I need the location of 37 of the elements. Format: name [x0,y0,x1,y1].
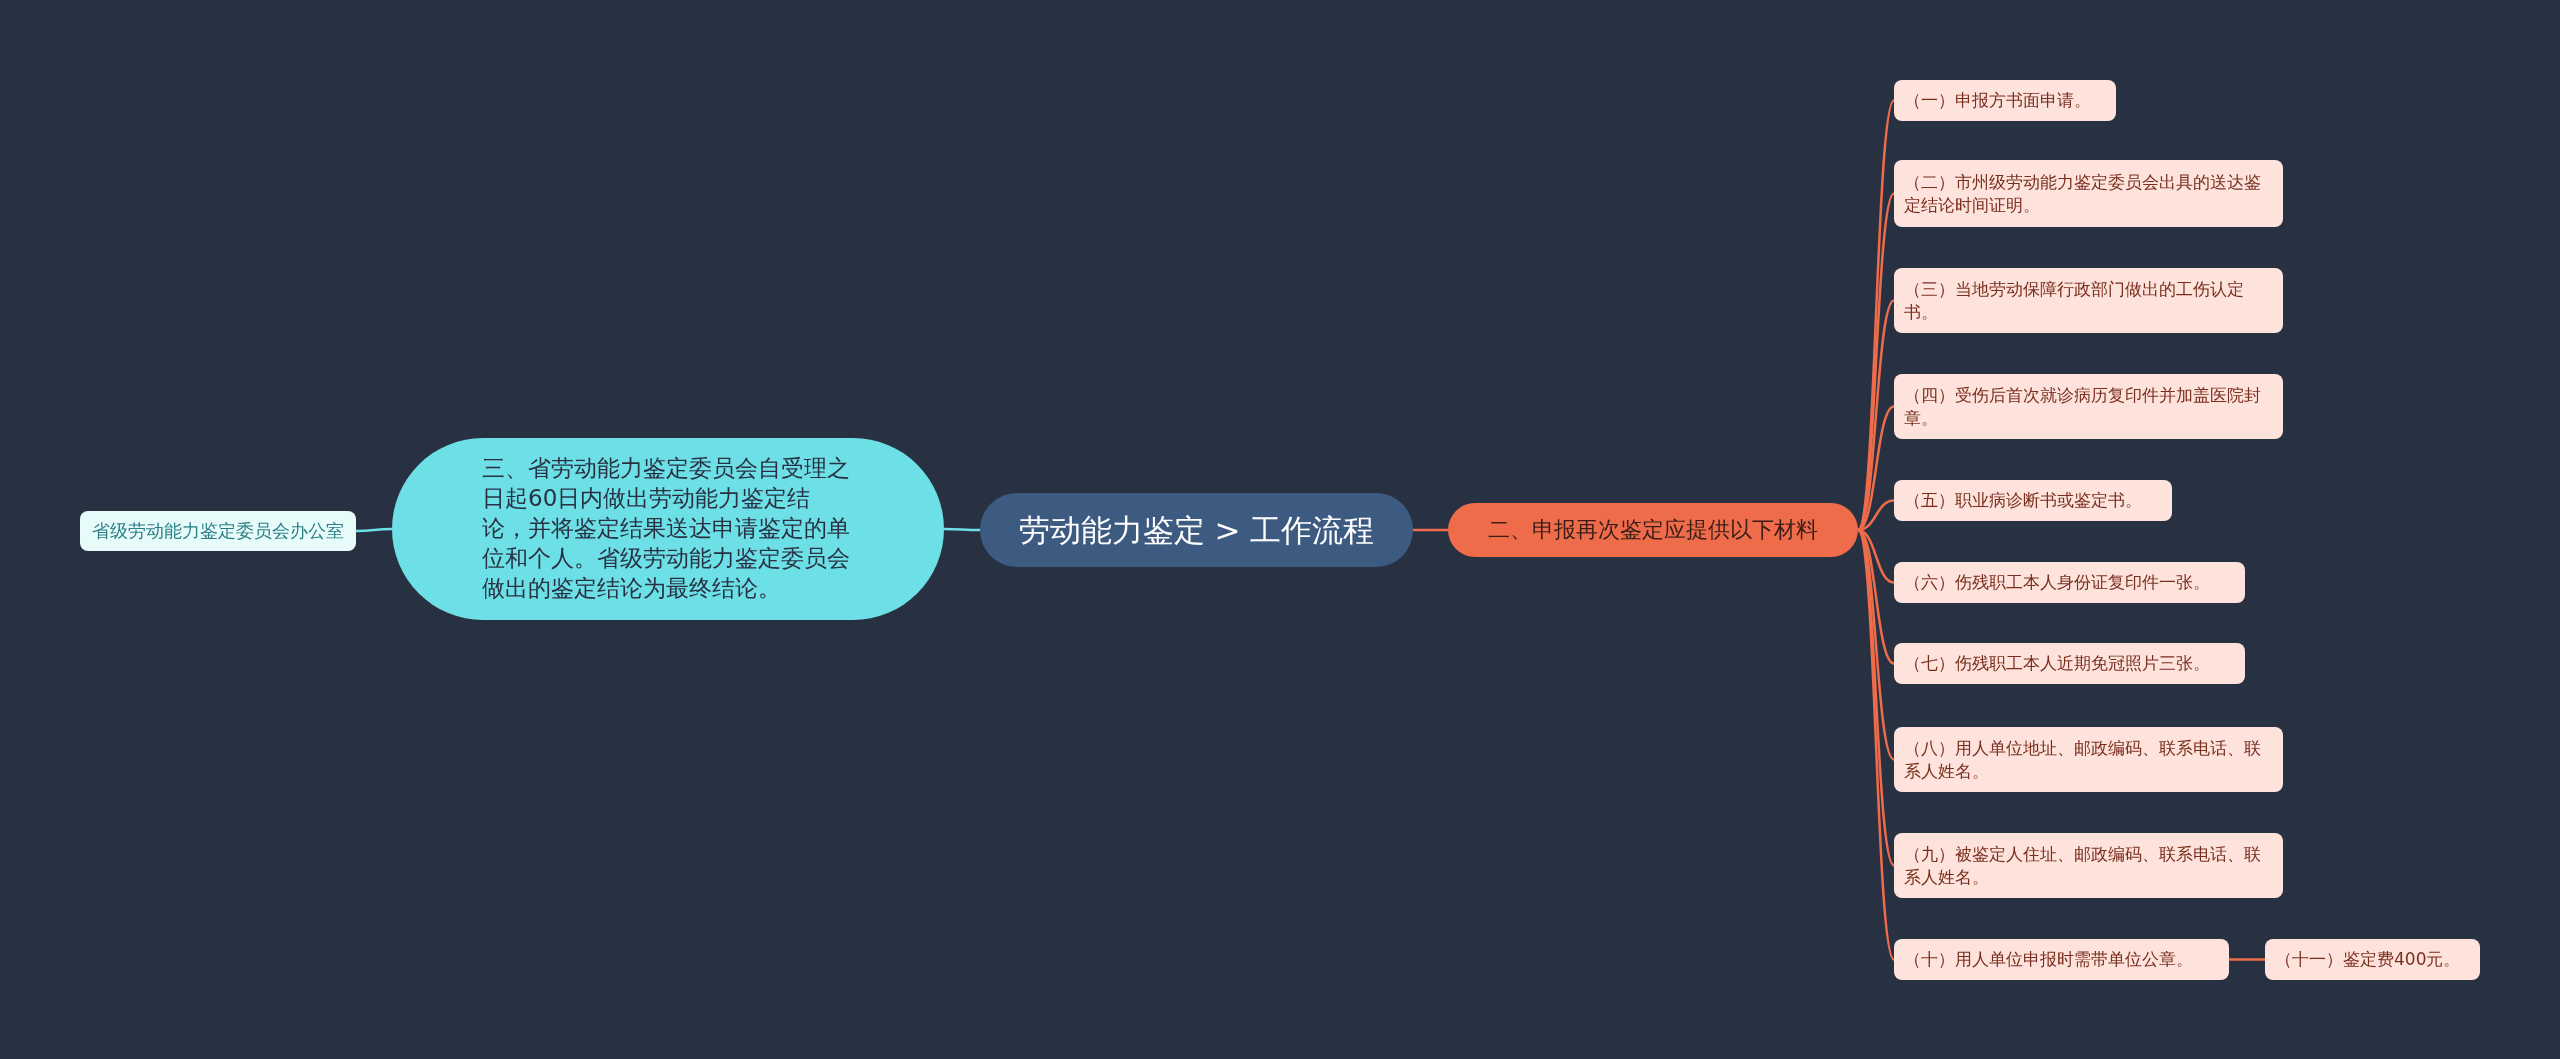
node-text: （二）市州级劳动能力鉴定委员会出具的送达鉴定结论时间证明。 [1904,171,2262,216]
item-node [1894,833,2283,898]
item-node [1894,939,2229,980]
node-text: （十）用人单位申报时需带单位公章。 [1904,948,2193,971]
node-text: （六）伤残职工本人身份证复印件一张。 [1904,571,2210,594]
item-node [1894,80,2116,121]
node-text: （一）申报方书面申请。 [1904,89,2091,112]
connector-line [1856,529,1896,867]
item-node [1894,727,2283,792]
node-text: （四）受伤后首次就诊病历复印件并加盖医院封章。 [1904,384,2262,429]
node-text: （九）被鉴定人住址、邮政编码、联系电话、联系人姓名。 [1904,843,2262,888]
item-node [1894,643,2245,684]
node-text: （七）伤残职工本人近期免冠照片三张。 [1904,652,2210,675]
item-node [1894,374,2283,439]
branch-node [1448,503,1858,557]
node-text: （三）当地劳动保障行政部门做出的工伤认定书。 [1904,278,2245,323]
node-text: 劳动能力鉴定 > 工作流程 [1018,510,1375,550]
connector-line [2229,958,2265,961]
node-text: 二、申报再次鉴定应提供以下材料 [1488,515,1818,544]
connector-line [1857,299,1895,531]
node-text: （八）用人单位地址、邮政编码、联系电话、联系人姓名。 [1904,737,2262,782]
leaf-node [80,511,356,551]
node-text: （五）职业病诊断书或鉴定书。 [1904,489,2142,512]
item-node [1894,268,2283,333]
item-node [2265,939,2480,980]
connector-line [356,527,392,533]
item-node [1894,562,2245,603]
node-text: 省级劳动能力鉴定委员会办公室 [92,519,344,543]
node-text: （十一）鉴定费400元。 [2275,948,2461,971]
connector-line [944,527,980,532]
item-node [1894,160,2283,227]
connector-line [1856,529,1896,961]
connector-line [1856,192,1896,531]
connector-line [1857,529,1895,761]
node-text: 三、省劳动能力鉴定委员会自受理之日起60日内做出劳动能力鉴定结论，并将鉴定结果送达申请鉴定的单位和个人。省级劳动能力鉴定委员会做出的鉴定结论为最终结论。 [482,454,851,603]
connector-line [1413,528,1448,532]
item-node [1894,480,2172,521]
